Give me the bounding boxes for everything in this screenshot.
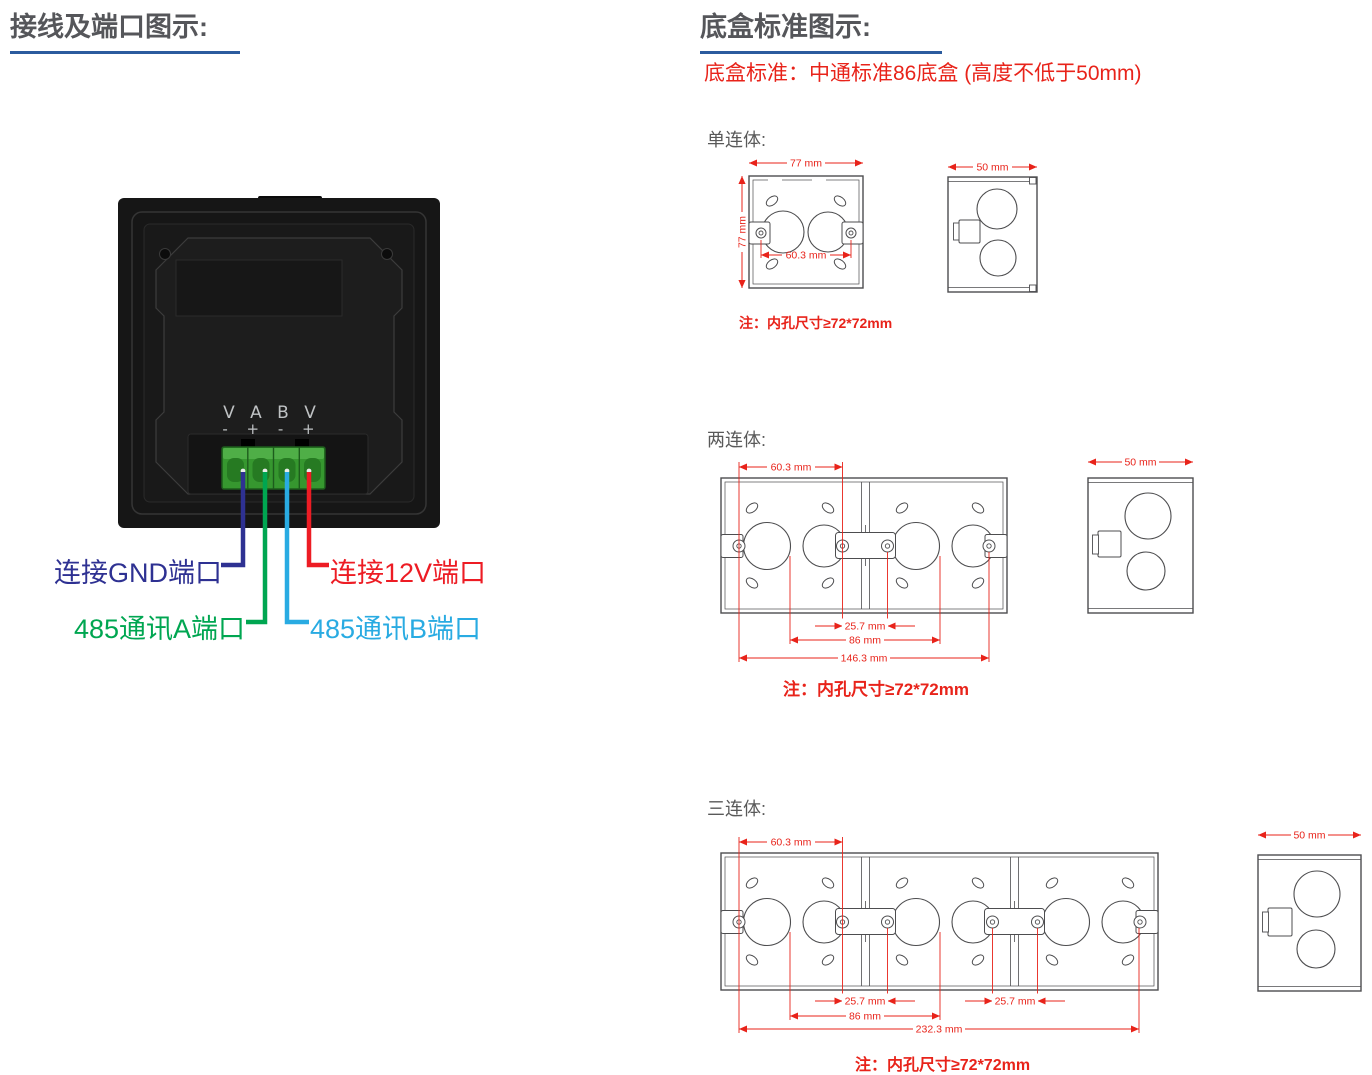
dim-triple-center-gap-1: 25.7 mm	[815, 993, 915, 1008]
dim-double-depth: 50 mm	[1088, 457, 1193, 469]
svg-text:50 mm: 50 mm	[1124, 457, 1156, 469]
box-standard-diagrams: 60.3 mm 77 mm 77 mm 50 mm	[720, 158, 1362, 1036]
svg-text:25.7 mm: 25.7 mm	[845, 621, 886, 633]
box-standard-subtitle: 底盒标准：中通标准86底盒 (高度不低于50mm)	[704, 62, 1142, 85]
triple-gang-note: 注：内孔尺寸≥72*72mm	[855, 1057, 1031, 1074]
svg-text:60.3 mm: 60.3 mm	[771, 462, 812, 474]
svg-text:50 mm: 50 mm	[1293, 830, 1325, 842]
terminal-pin-polarity: - + - +	[222, 420, 321, 438]
screw-hole	[381, 248, 393, 260]
label-485b-port: 485通讯B端口	[310, 614, 482, 644]
svg-text:60.3 mm: 60.3 mm	[786, 250, 827, 262]
dim-triple-center-gap-2: 25.7 mm	[965, 993, 1065, 1008]
wire-gnd	[221, 472, 246, 568]
device-back-panel: V A B V - + - +	[118, 196, 440, 528]
single-front-view: 60.3 mm 77 mm 77 mm	[737, 158, 864, 289]
svg-text:25.7 mm: 25.7 mm	[845, 996, 886, 1008]
svg-text:232.3 mm: 232.3 mm	[916, 1024, 963, 1036]
screw-hole	[159, 248, 171, 260]
dim-double-center-gap: 25.7 mm	[815, 618, 915, 633]
svg-text:60.3 mm: 60.3 mm	[771, 837, 812, 849]
wire-485a	[246, 472, 268, 625]
label-gnd-port: 连接GND端口	[54, 558, 222, 588]
terminal-block	[221, 446, 326, 490]
dim-single-screw-spacing: 60.3 mm	[760, 240, 852, 262]
slot	[241, 439, 255, 448]
svg-text:25.7 mm: 25.7 mm	[995, 996, 1036, 1008]
wiring-diagram: V A B V - + - +	[118, 196, 440, 625]
svg-text:86 mm: 86 mm	[849, 635, 881, 647]
label-12v-port: 连接12V端口	[330, 558, 487, 588]
double-gang-note: 注：内孔尺寸≥72*72mm	[783, 680, 969, 699]
dim-triple-depth: 50 mm	[1258, 830, 1361, 842]
terminal-pin-letters: V A B V	[223, 403, 321, 423]
svg-text:146.3 mm: 146.3 mm	[841, 653, 888, 665]
double-front-view: 60.3 mm 25.7 mm 86 mm 146.3 mm	[720, 462, 1008, 665]
single-gang-note: 注：内孔尺寸≥72*72mm	[739, 315, 893, 331]
dim-single-depth: 50 mm	[948, 162, 1037, 174]
section-title-wiring: 接线及端口图示:	[10, 5, 240, 54]
dim-triple-pitch: 86 mm	[790, 1011, 940, 1023]
single-side-view: 50 mm	[947, 162, 1038, 293]
svg-text:50 mm: 50 mm	[976, 162, 1008, 174]
double-gang-label: 两连体:	[707, 430, 767, 450]
double-side-view: 50 mm	[1087, 457, 1194, 614]
section-title-box-standard: 底盒标准图示:	[700, 5, 942, 54]
triple-side-view: 50 mm	[1257, 830, 1362, 992]
wire-485b	[284, 472, 309, 625]
dim-single-height: 77 mm	[737, 176, 749, 288]
svg-text:77 mm: 77 mm	[790, 158, 822, 170]
slot	[295, 439, 309, 448]
triple-front-view: 60.3 mm 25.7 mm 25.7 mm 86 mm 232.3 mm	[720, 837, 1159, 1036]
dim-double-total-width: 146.3 mm	[739, 653, 989, 665]
svg-text:77 mm: 77 mm	[737, 216, 749, 248]
svg-text:86 mm: 86 mm	[849, 1011, 881, 1023]
dim-double-screw-spacing: 60.3 mm	[739, 462, 843, 474]
dim-triple-screw-spacing: 60.3 mm	[739, 837, 843, 849]
dim-triple-total-width: 232.3 mm	[739, 1024, 1139, 1036]
single-gang-label: 单连体:	[707, 130, 767, 150]
triple-gang-label: 三连体:	[707, 799, 767, 819]
dim-single-width: 77 mm	[749, 158, 863, 170]
wire-12v	[306, 472, 329, 568]
dim-double-pitch: 86 mm	[790, 635, 940, 647]
label-485a-port: 485通讯A端口	[73, 614, 245, 644]
